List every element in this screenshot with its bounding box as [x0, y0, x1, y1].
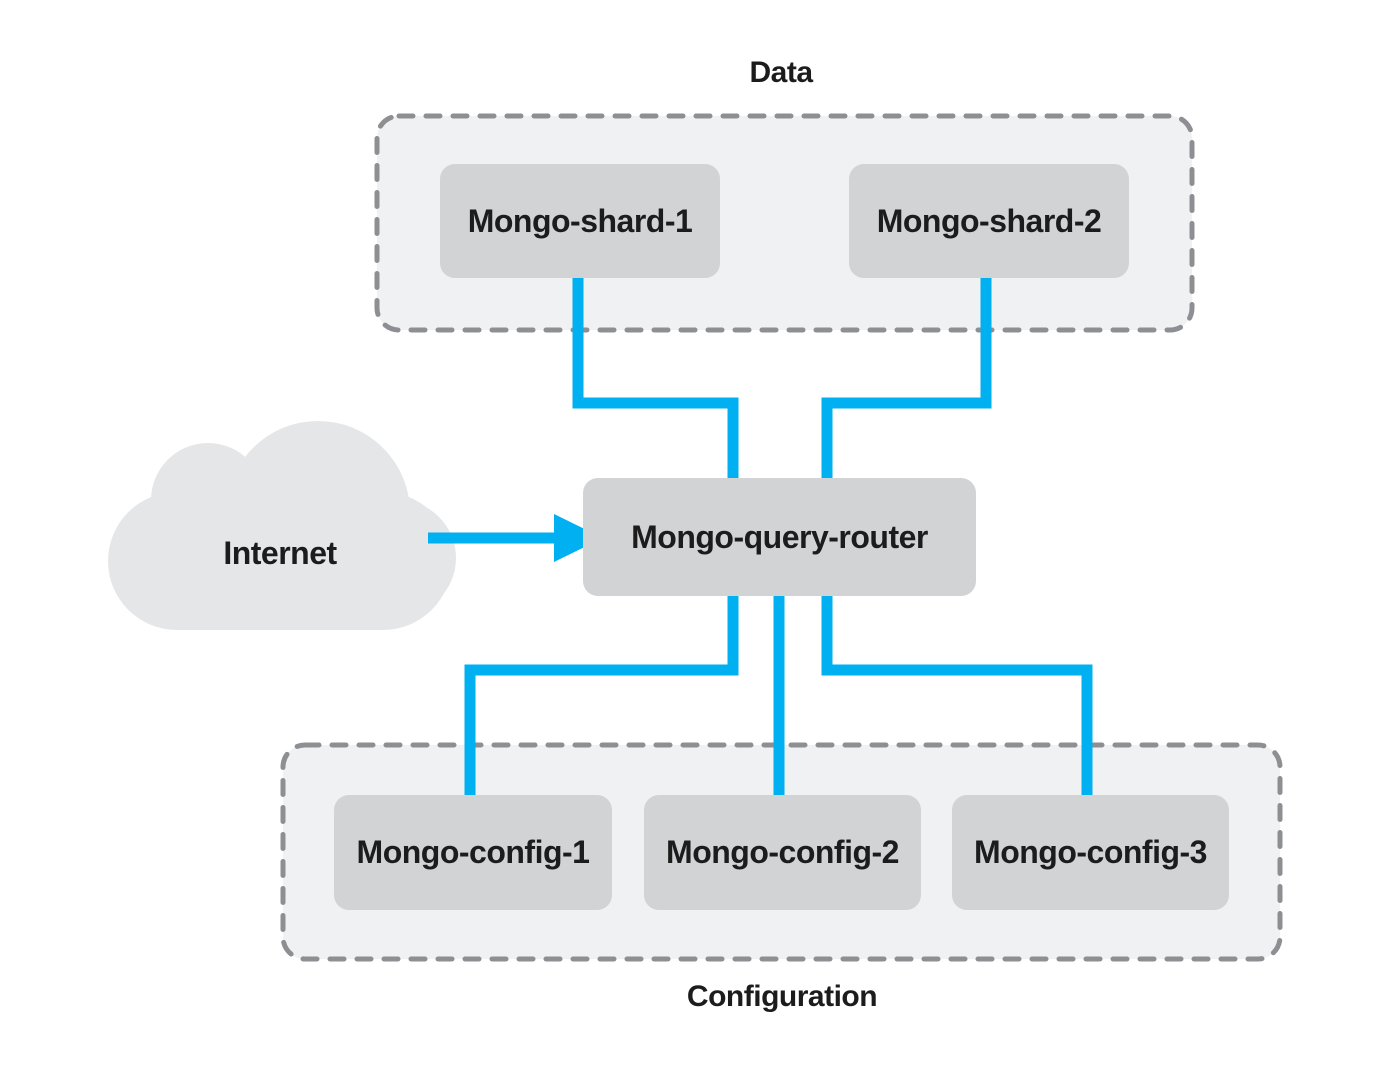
data-group-label: Data [749, 56, 813, 89]
node-mongo-config-3: Mongo-config-3 [952, 795, 1229, 910]
connector-router-to-config1 [464, 592, 739, 799]
connector-router-to-config3 [821, 592, 1093, 799]
arrow-head [554, 514, 603, 562]
node-mongo-shard-1-label: Mongo-shard-1 [467, 202, 693, 239]
node-mongo-config-3-label: Mongo-config-3 [974, 834, 1207, 870]
internet-cloud-icon [108, 421, 456, 630]
node-mongo-shard-2-label: Mongo-shard-2 [876, 202, 1102, 239]
internet-to-router-arrow [428, 514, 603, 562]
cloud-body [108, 492, 452, 630]
node-mongo-shard-1: Mongo-shard-1 [440, 164, 720, 278]
configuration-group-label: Configuration [686, 980, 878, 1013]
node-mongo-config-1-label: Mongo-config-1 [356, 834, 590, 870]
connector-shard1-to-router [572, 274, 739, 482]
node-mongo-shard-2: Mongo-shard-2 [849, 164, 1129, 278]
node-mongo-config-1: Mongo-config-1 [334, 795, 612, 910]
connector-shard2-to-router [821, 274, 992, 482]
node-mongo-config-2: Mongo-config-2 [644, 795, 921, 910]
node-mongo-query-router: Mongo-query-router [583, 478, 976, 596]
node-mongo-config-2-label: Mongo-config-2 [666, 834, 899, 870]
node-mongo-query-router-label: Mongo-query-router [631, 518, 928, 555]
internet-label: Internet [223, 535, 337, 571]
